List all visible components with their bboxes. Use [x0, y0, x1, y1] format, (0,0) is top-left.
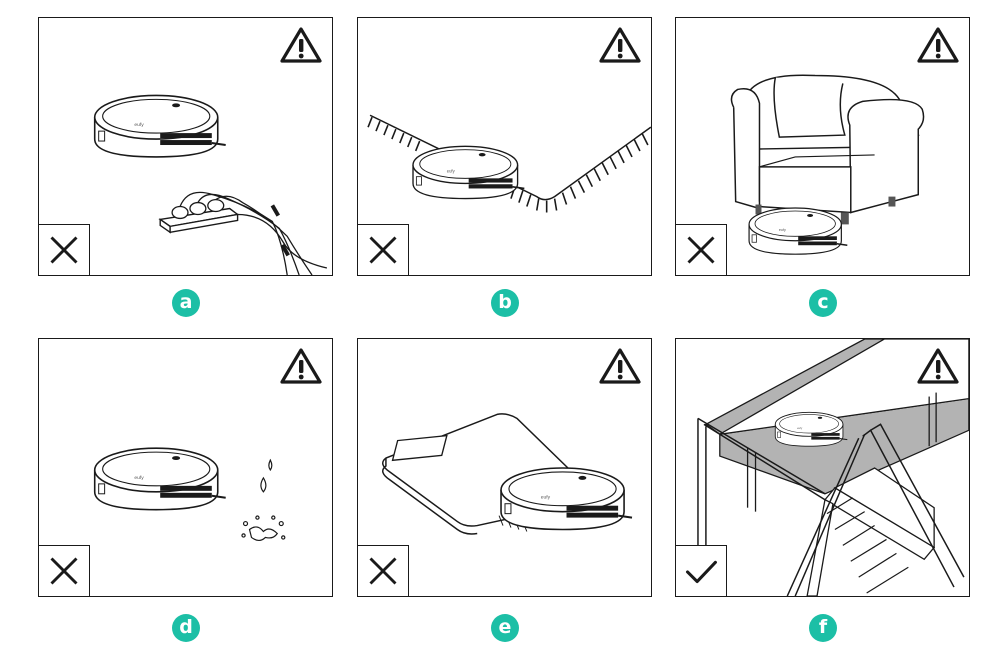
- cross-icon: [50, 236, 78, 264]
- robot-next-to-scale-illustration: [382, 413, 633, 535]
- panel-f: [675, 338, 970, 597]
- panel-label-a: a: [172, 289, 200, 317]
- robot-near-cables-illustration: [93, 94, 328, 275]
- panel-label-c: c: [809, 289, 837, 317]
- warning-icon: [917, 27, 959, 63]
- panel-label-e: e: [491, 614, 519, 642]
- panel-a: [38, 17, 333, 276]
- robot-on-carpet-fringe-illustration: [367, 114, 651, 213]
- cross-icon: [369, 236, 397, 264]
- check-icon: [686, 560, 717, 584]
- warning-icon: [280, 348, 322, 384]
- panel-e: [357, 338, 652, 597]
- warning-icon: [917, 348, 959, 384]
- warning-icon: [599, 348, 641, 384]
- panel-label-b: b: [491, 289, 519, 317]
- panel-label-f: f: [809, 614, 837, 642]
- verdict-not-allowed: [358, 545, 409, 596]
- robot-under-armchair-illustration: [730, 74, 925, 255]
- panel-d: [38, 338, 333, 597]
- cross-icon: [687, 236, 715, 264]
- warning-icon: [280, 27, 322, 63]
- warning-icon: [599, 27, 641, 63]
- verdict-not-allowed: [39, 545, 90, 596]
- panel-label-d: d: [172, 614, 200, 642]
- cross-icon: [50, 557, 78, 585]
- robot-on-landing-near-stairs-illustration: [697, 339, 969, 596]
- verdict-not-allowed: [39, 224, 90, 275]
- robot-near-liquid-illustration: [93, 447, 286, 542]
- panel-c: [675, 17, 970, 276]
- cross-icon: [369, 557, 397, 585]
- panel-b: [357, 17, 652, 276]
- verdict-allowed: [676, 545, 727, 596]
- verdict-not-allowed: [676, 224, 727, 275]
- verdict-not-allowed: [358, 224, 409, 275]
